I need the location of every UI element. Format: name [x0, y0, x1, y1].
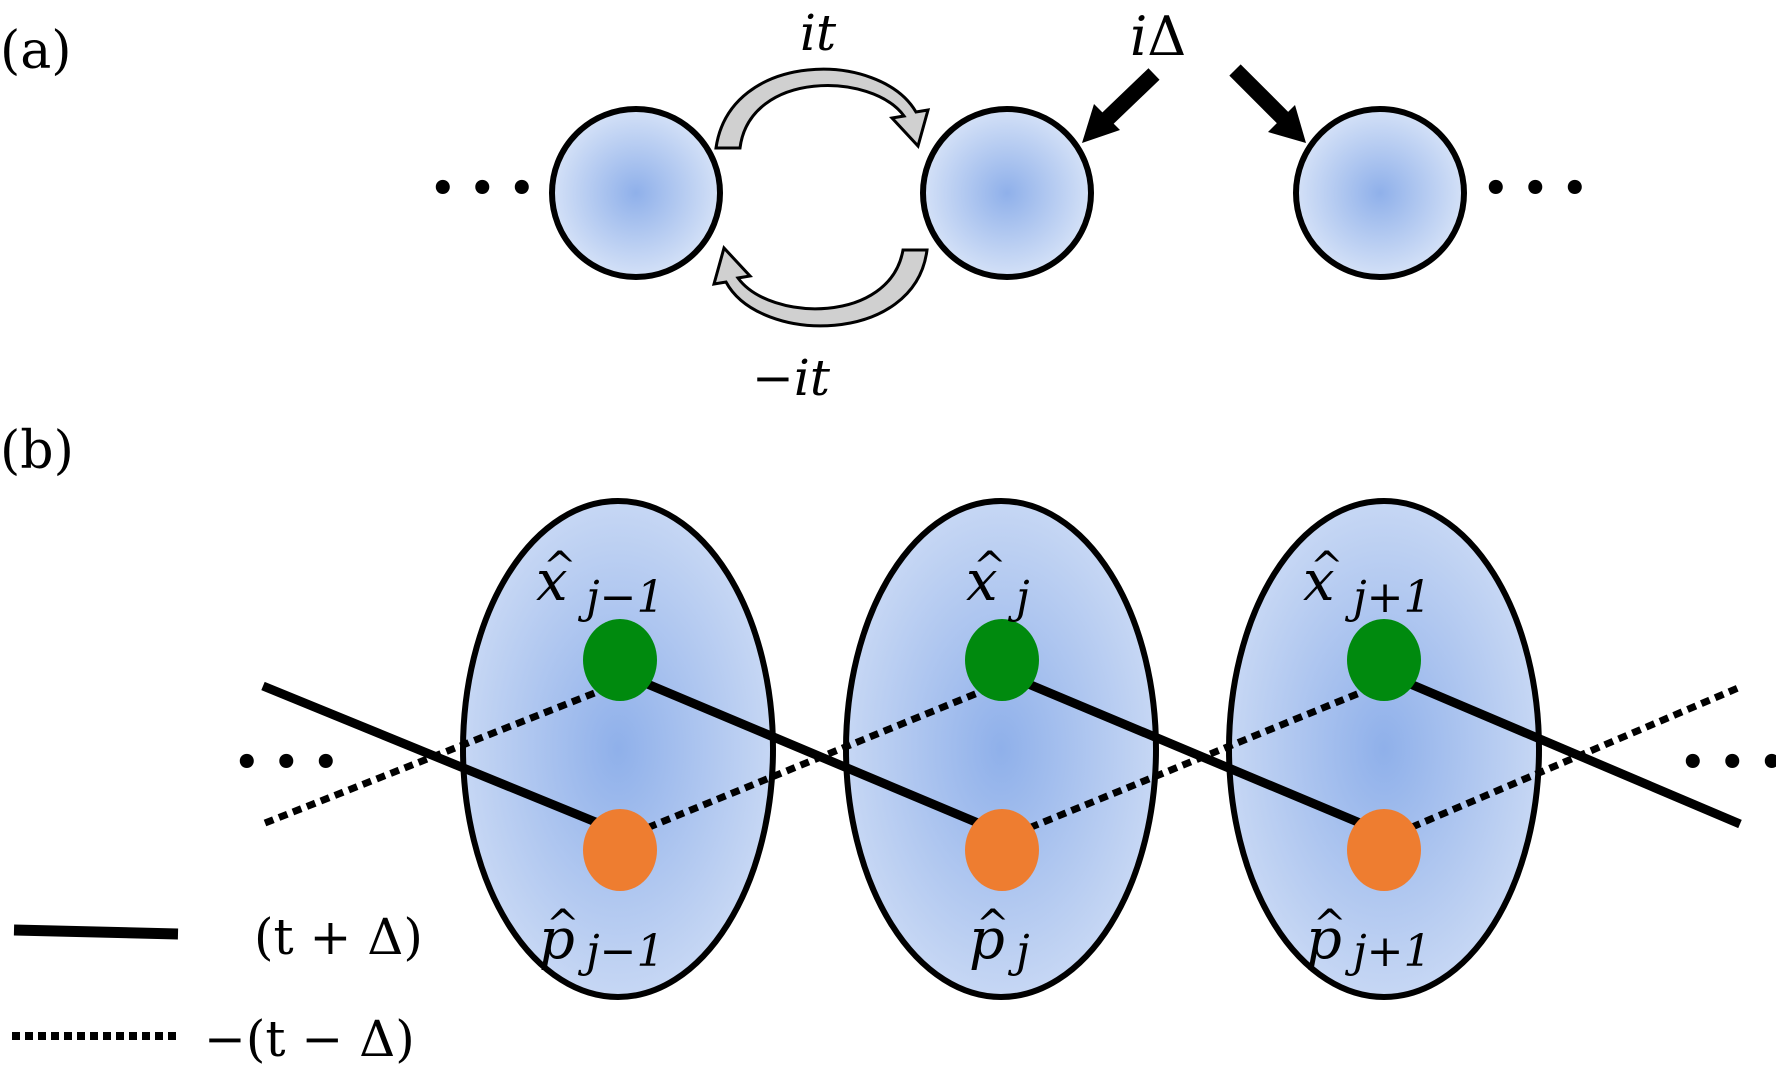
hop-backward-label: −it — [752, 349, 831, 407]
svg-text:^: ^ — [1310, 544, 1344, 590]
pairing-arrow-left — [1082, 68, 1160, 143]
x-label-jm1: ^ x j−1 — [536, 544, 665, 623]
svg-text:j+1: j+1 — [1344, 926, 1432, 977]
x-node-jp1 — [1347, 619, 1421, 701]
svg-text:x: x — [966, 549, 998, 614]
svg-text:^: ^ — [546, 902, 580, 948]
site-oval-jm1 — [460, 498, 776, 1000]
svg-text:^: ^ — [543, 544, 577, 590]
svg-text:j−1: j−1 — [577, 572, 665, 623]
site-circle-right — [1293, 106, 1467, 280]
svg-text:j+1: j+1 — [1344, 572, 1432, 623]
svg-text:p: p — [539, 907, 575, 972]
p-node-jp1 — [1347, 809, 1421, 891]
p-label-jp1: ^ p j+1 — [1306, 902, 1432, 977]
panel-a-label: (a) — [0, 21, 72, 81]
pairing-label: iΔ — [1130, 5, 1186, 68]
svg-text:p: p — [1306, 907, 1342, 972]
legend-solid-swatch — [13, 924, 179, 940]
hop-forward-label: it — [800, 4, 837, 62]
panel-b: (b) ^ x j−1 — [0, 421, 1776, 1068]
dotted-bonds — [263, 679, 1740, 843]
panel-a: (a) • • • • • • it −it iΔ — [0, 4, 1588, 407]
x-node-jm1 — [583, 619, 657, 701]
panel-a-left-ellipsis: • • • — [430, 165, 535, 212]
legend-dotted-label: −(t − Δ) — [204, 1010, 415, 1068]
svg-text:x: x — [536, 549, 568, 614]
site-circle-middle — [920, 106, 1094, 280]
svg-text:^: ^ — [1313, 902, 1347, 948]
legend: (t + Δ) −(t − Δ) — [12, 908, 423, 1068]
x-label-jp1: ^ x j+1 — [1303, 544, 1432, 623]
pairing-arrow-right — [1229, 64, 1306, 143]
svg-text:x: x — [1303, 549, 1335, 614]
panel-b-left-ellipsis: • • • — [234, 739, 339, 786]
hop-arrow-backward — [711, 245, 929, 328]
hop-arrow-forward — [714, 67, 931, 150]
p-node-jm1 — [583, 809, 657, 891]
site-circle-left — [549, 106, 723, 280]
panel-b-label: (b) — [0, 421, 74, 481]
p-label-jm1: ^ p j−1 — [539, 902, 665, 977]
solid-bonds — [261, 678, 1742, 829]
panel-b-right-ellipsis: • • • — [1680, 739, 1776, 786]
svg-text:j−1: j−1 — [577, 926, 665, 977]
x-node-j — [965, 619, 1039, 701]
svg-text:^: ^ — [976, 902, 1010, 948]
p-node-j — [965, 809, 1039, 891]
panel-a-right-ellipsis: • • • — [1483, 165, 1588, 212]
svg-text:^: ^ — [973, 544, 1007, 590]
svg-text:p: p — [969, 907, 1005, 972]
legend-solid-label: (t + Δ) — [254, 908, 423, 966]
